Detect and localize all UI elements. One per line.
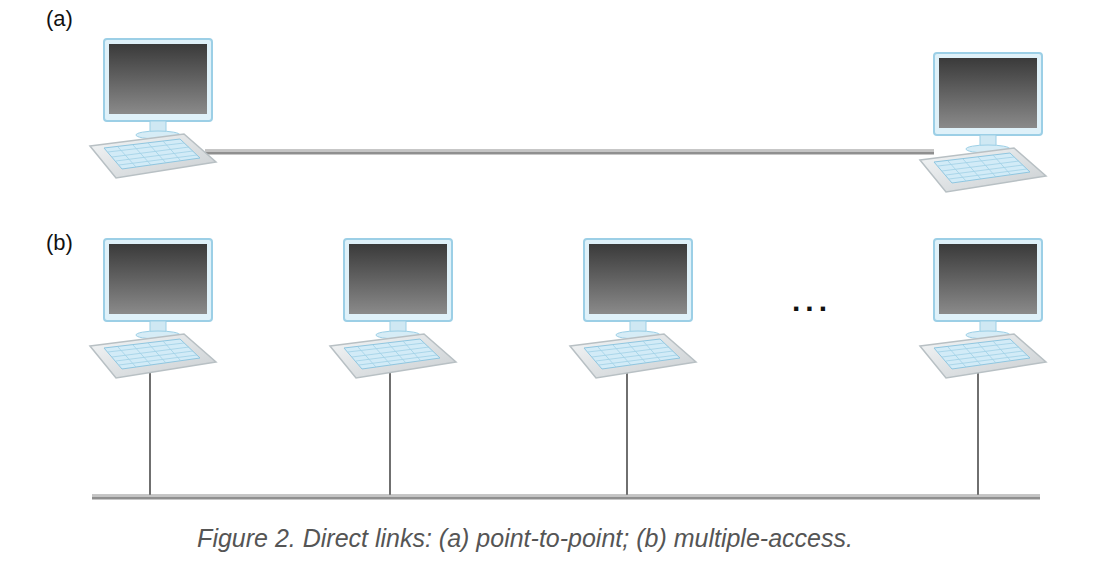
figure-caption: Figure 2. Direct links: (a) point-to-poi… <box>197 524 853 553</box>
computer <box>90 39 216 178</box>
part-label: (b) <box>46 230 73 256</box>
computer <box>920 53 1046 192</box>
computer <box>330 239 456 378</box>
computer <box>90 239 216 378</box>
bus-drops <box>150 372 978 496</box>
ellipsis-mark: ... <box>792 284 832 318</box>
part-label: (a) <box>46 6 73 32</box>
computer <box>920 239 1046 378</box>
point-to-point-link <box>205 151 934 152</box>
computer <box>570 239 696 378</box>
shared-bus <box>92 496 1040 497</box>
